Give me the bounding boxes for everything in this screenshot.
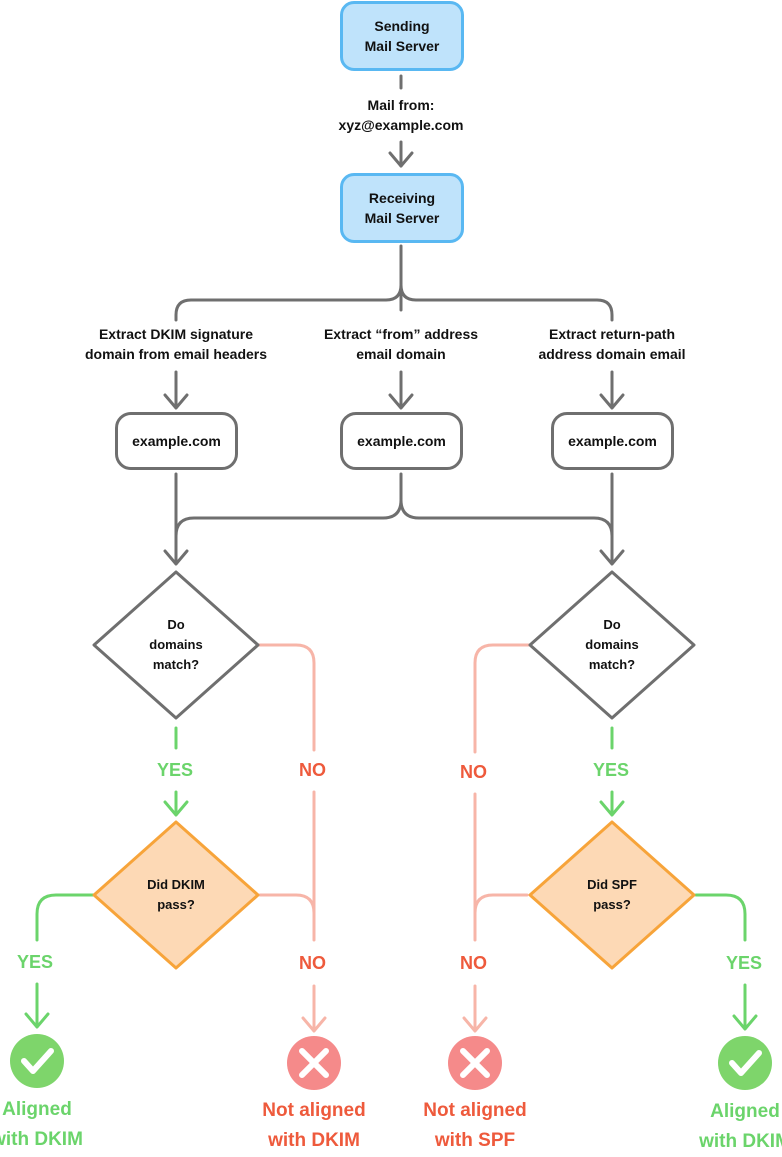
connector-branch-right [399,283,614,322]
match-right-line3: match? [588,657,636,672]
decision-diamond-match-left [92,570,260,720]
connector-yes-spf [694,893,747,942]
check-icon [10,1034,64,1088]
domain-text: example.com [132,433,221,449]
match-left-line3: match? [152,657,200,672]
yes-label: YES [593,760,630,780]
domain-box-from: example.com [340,412,463,470]
result-line2: with DKIM [699,1131,782,1152]
no-connectors [230,643,531,1033]
arrow-head [732,1014,758,1031]
result-not-aligned-dkim: Not aligned with DKIM [249,1096,379,1156]
receiving-server-line1: Receiving [368,190,436,206]
match-left-line2: domains [149,637,203,652]
yes-label: YES [726,953,763,973]
decision-diamond-match-right [528,570,696,720]
domain-text: example.com [568,433,657,449]
sending-server-line2: Mail Server [364,38,440,54]
arrow-head [24,1012,50,1029]
yes-label: YES [17,952,54,972]
no-label: NO [460,953,487,973]
sending-server-line1: Sending [374,18,430,34]
arrow-head [163,393,189,410]
connector-yes-dkim [35,893,95,942]
result-line1: Not aligned [262,1100,366,1121]
dkim-check-line2: pass? [157,897,195,912]
connector-no-dkim [258,893,316,915]
connector-no-match-left [230,643,316,752]
connector-merge-left [174,498,403,538]
extract-return-line1: Extract return-path [548,326,676,342]
arrow-head [301,1016,327,1033]
no-label: NO [299,953,326,973]
mail-from-line1: Mail from: [367,97,435,113]
dkim-check-line1: Did DKIM [147,877,205,892]
no-label: NO [299,760,326,780]
extract-from-label: Extract “from” address email domain [301,324,501,364]
domain-box-dkim: example.com [115,412,238,470]
match-question-right: Do domains match? [562,615,662,675]
result-line1: Aligned [710,1101,780,1122]
cross-icon [287,1036,341,1090]
extract-return-line2: address domain email [538,346,686,362]
connector-no-spf [473,893,529,915]
mail-from-label: Mail from: xyz@example.com [321,95,481,135]
result-line2: with SPF [434,1130,516,1151]
extract-from-line1: Extract “from” address [323,326,479,342]
result-line2: with DKIM [268,1130,360,1151]
connector-merge-right [399,498,614,538]
result-line2: with DKIM [0,1129,83,1150]
match-right-line2: domains [585,637,639,652]
match-question-left: Do domains match? [126,615,226,675]
domain-box-return-path: example.com [551,412,674,470]
spf-check-line2: pass? [593,897,631,912]
result-line1: Aligned [2,1099,72,1120]
domain-text: example.com [357,433,446,449]
decision-diamond-dkim [92,820,260,970]
match-right-line1: Do [603,617,621,632]
spf-pass-question: Did SPF pass? [562,875,662,915]
yes-connectors [24,726,758,1031]
arrow-head [388,393,414,410]
match-left-line1: Do [167,617,185,632]
receiving-mail-server: Receiving Mail Server [340,173,464,243]
mail-from-line2: xyz@example.com [338,117,464,133]
spf-check-line1: Did SPF [587,877,637,892]
receiving-server-line2: Mail Server [364,210,440,226]
sending-mail-server: Sending Mail Server [340,1,464,71]
connector-branch-left [174,283,403,322]
arrow-head [599,393,625,410]
arrow-head [462,1016,488,1033]
extract-dkim-line2: domain from email headers [84,346,268,362]
gray-connectors [163,74,625,566]
arrow-head [163,800,189,817]
decision-diamond-spf [528,820,696,970]
arrow-head [599,800,625,817]
yes-label: YES [157,760,194,780]
result-line1: Not aligned [423,1100,527,1121]
check-icon [718,1036,772,1090]
result-aligned-spf: Aligned with DKIM [685,1097,782,1157]
result-not-aligned-spf: Not aligned with SPF [410,1096,540,1156]
extract-from-line2: email domain [356,346,446,362]
arrow-head [388,151,414,168]
extract-dkim-line1: Extract DKIM signature [98,326,254,342]
cross-icon [448,1036,502,1090]
extract-return-path-label: Extract return-path address domain email [512,324,712,364]
no-label: NO [460,762,487,782]
extract-dkim-label: Extract DKIM signature domain from email… [76,324,276,364]
arrow-head [163,549,189,566]
arrow-head [599,549,625,566]
connector-no-match-right [473,643,531,754]
result-aligned-dkim: Aligned with DKIM [0,1095,97,1155]
dkim-pass-question: Did DKIM pass? [126,875,226,915]
